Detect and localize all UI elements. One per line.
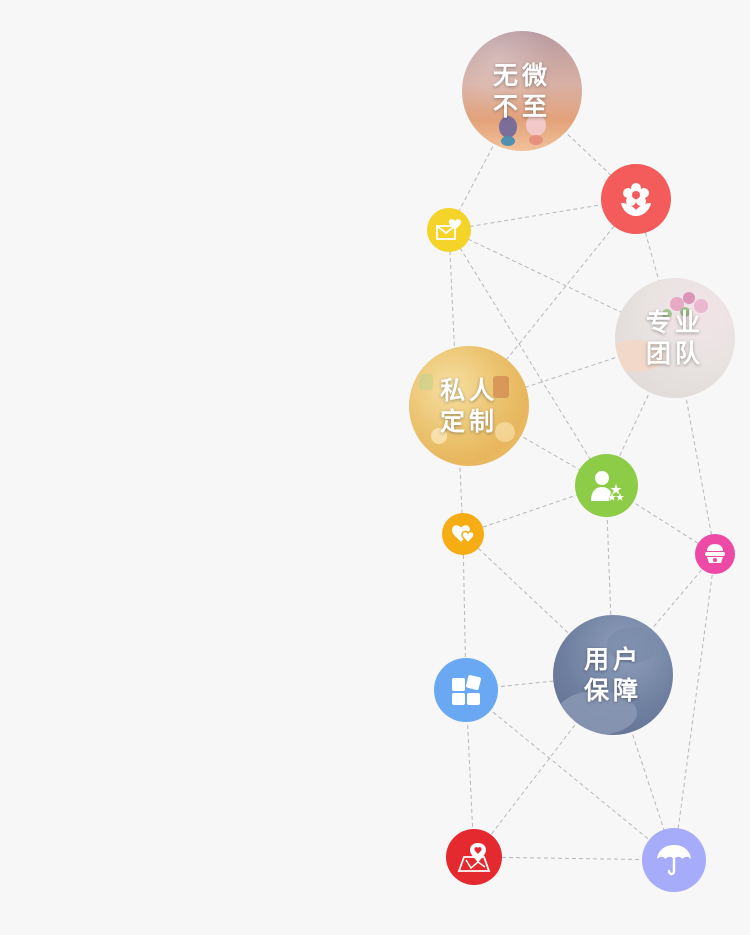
node-wuwei[interactable]: 无微 不至 [462, 31, 582, 151]
link [448, 229, 464, 535]
cake-icon [705, 544, 725, 563]
hands-decoration [557, 627, 659, 735]
node-flower[interactable] [601, 164, 671, 234]
link [473, 856, 675, 861]
umbrella-icon [657, 845, 691, 876]
node-baozhang[interactable]: 用户 保障 [553, 615, 673, 735]
link [521, 90, 637, 200]
node-hearts[interactable] [442, 513, 484, 555]
blocks-icon [452, 675, 481, 705]
map-heart-icon [457, 843, 491, 872]
hearts-icon [452, 525, 475, 545]
flower-hand-decoration [615, 292, 708, 372]
flower-icon [621, 183, 651, 216]
link [462, 533, 467, 691]
node-zhuanye[interactable]: 专业 团队 [615, 278, 735, 398]
link [612, 553, 716, 676]
link [465, 689, 675, 861]
node-label: 私人 定制 [439, 376, 498, 436]
node-umbrella[interactable] [642, 828, 706, 892]
node-label: 专业 团队 [645, 308, 704, 368]
node-person[interactable] [575, 454, 638, 517]
link [448, 90, 523, 231]
node-mail[interactable] [427, 208, 471, 252]
node-label: 用户 保障 [583, 645, 642, 705]
node-dingzhi[interactable]: 私人 定制 [409, 346, 529, 466]
link [468, 198, 637, 407]
person-stars-icon [590, 470, 624, 501]
node-label: 无微 不至 [492, 61, 551, 121]
node-cake[interactable] [695, 534, 735, 574]
bokeh-decoration [419, 374, 515, 444]
link [673, 553, 716, 861]
node-map[interactable] [446, 829, 502, 885]
link [468, 405, 607, 486]
mail-heart-icon [436, 219, 462, 240]
link [448, 229, 607, 486]
figurines-decoration [499, 114, 546, 146]
node-blocks[interactable] [434, 658, 498, 722]
